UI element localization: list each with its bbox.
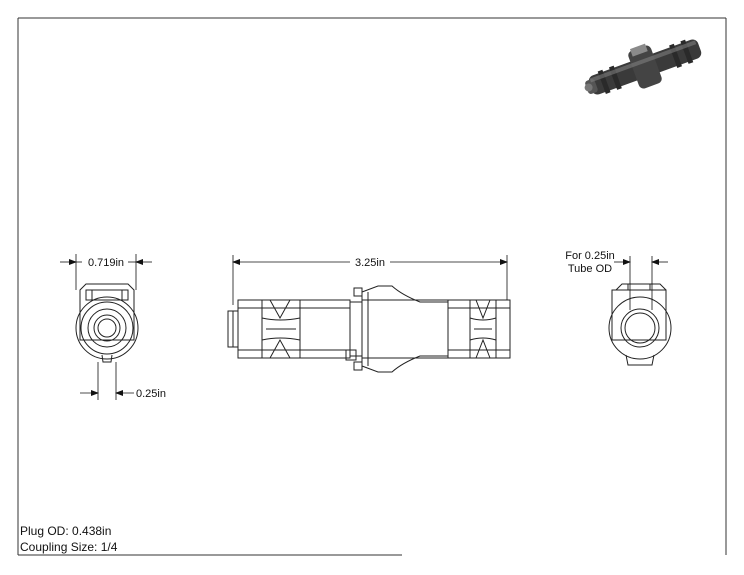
- note-coupling-size: Coupling Size: 1/4: [20, 540, 118, 554]
- dim-tube-od-label-line2: Tube OD: [568, 263, 612, 275]
- dim-bore-label: 0.25in: [136, 388, 166, 400]
- sheet-border: [17, 17, 727, 556]
- dim-tube-od: [614, 256, 668, 310]
- dim-bore: [80, 362, 134, 400]
- dim-length: [232, 255, 508, 305]
- note-plug-od: Plug OD: 0.438in: [20, 524, 112, 538]
- right-end-view: [608, 283, 672, 366]
- isometric-render: [584, 39, 702, 95]
- dim-tube-od-label-line1: For 0.25in: [565, 250, 615, 262]
- left-end-view: [75, 283, 139, 363]
- dim-width-top-label: 0.719in: [88, 257, 124, 269]
- front-side-view: [227, 285, 511, 373]
- dim-length-label: 3.25in: [355, 257, 385, 269]
- dim-width-top: [60, 254, 152, 290]
